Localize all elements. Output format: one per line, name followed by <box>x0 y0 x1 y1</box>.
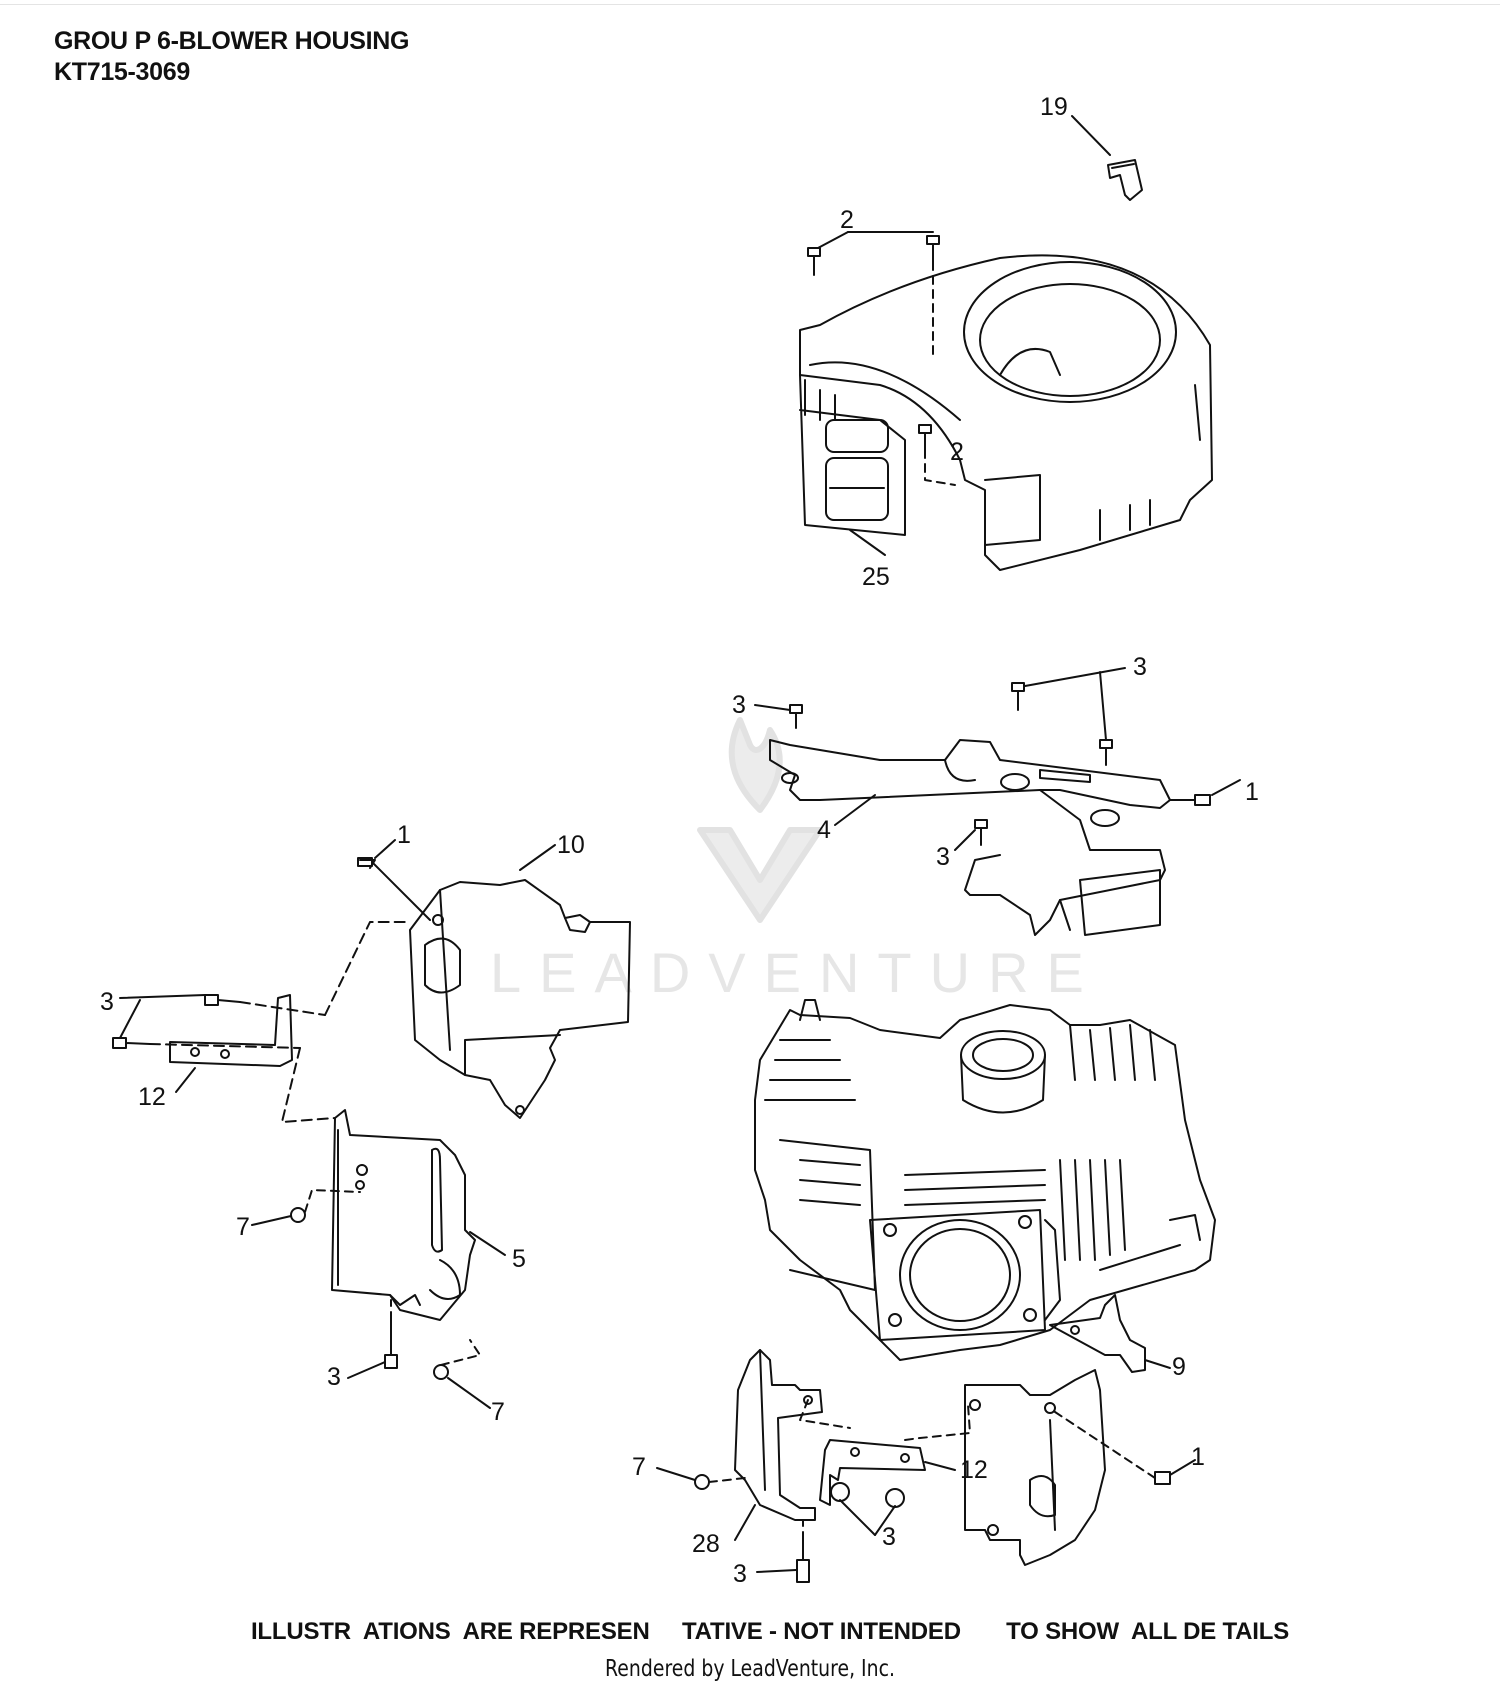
screws-3-left <box>112 994 241 1049</box>
callout-12[interactable]: 12 <box>138 1083 166 1111</box>
leader-1b <box>1211 779 1241 796</box>
part-19-clip <box>1107 159 1143 201</box>
leader-3f-a <box>839 1499 876 1536</box>
leader-7b <box>447 1377 491 1409</box>
part-9-bracket <box>1049 1294 1146 1373</box>
disclaimer-text: ILLUSTR ATIONS ARE REPRESEN TATIVE - NOT… <box>250 1618 1290 1645</box>
leader-5 <box>469 1231 506 1256</box>
callout-1[interactable]: 1 <box>1245 778 1259 806</box>
leader-25 <box>849 529 886 556</box>
part-12-bracket-left <box>169 994 293 1067</box>
leader-1a <box>374 839 396 859</box>
part-10-shroud <box>409 879 631 1119</box>
callout-25[interactable]: 25 <box>862 563 890 591</box>
leadventure-logo-icon <box>697 717 823 923</box>
part-right-shroud <box>964 1369 1106 1566</box>
nut-7c <box>694 1474 710 1490</box>
callout-3[interactable]: 3 <box>936 843 950 871</box>
callout-9[interactable]: 9 <box>1172 1353 1186 1381</box>
dash-10 <box>324 921 411 1016</box>
callout-7[interactable]: 7 <box>491 1398 505 1426</box>
callout-5[interactable]: 5 <box>512 1245 526 1273</box>
part-5-shroud <box>331 1109 476 1321</box>
part-4-base-plate <box>769 739 1171 936</box>
callout-3[interactable]: 3 <box>100 988 114 1016</box>
leader-3g <box>756 1569 797 1573</box>
screw-3g <box>796 1539 810 1583</box>
dash-28 <box>799 1399 851 1429</box>
top-border <box>0 0 1500 5</box>
leader-7a <box>251 1215 292 1226</box>
callout-3[interactable]: 3 <box>1133 653 1147 681</box>
callout-2[interactable]: 2 <box>950 438 964 466</box>
watermark-text: LEADVENTURE <box>490 941 1102 1004</box>
callout-7[interactable]: 7 <box>236 1213 250 1241</box>
callout-labels: 19 2 2 25 3 3 1 4 3 1 10 3 12 7 5 3 7 9 … <box>100 93 1259 1588</box>
callout-3[interactable]: 3 <box>733 1560 747 1588</box>
callout-3[interactable]: 3 <box>882 1523 896 1551</box>
callout-2[interactable]: 2 <box>840 206 854 234</box>
callout-7[interactable]: 7 <box>632 1453 646 1481</box>
leader-10 <box>519 844 556 871</box>
callout-10[interactable]: 10 <box>557 831 585 859</box>
screw-1a <box>357 857 431 921</box>
callout-3[interactable]: 3 <box>732 691 746 719</box>
screw-3e <box>384 1319 398 1369</box>
dash-3d <box>239 1001 326 1016</box>
dash-3d-b <box>149 1043 301 1049</box>
callout-4[interactable]: 4 <box>817 816 831 844</box>
part-25-decal <box>799 374 906 536</box>
leader-4 <box>834 794 876 826</box>
part-engine-block <box>754 999 1216 1361</box>
part-blower-housing <box>799 254 1213 571</box>
leader-2a-split <box>817 231 849 249</box>
leader-12a <box>175 1067 196 1093</box>
model-number: KT715-3069 <box>54 58 190 86</box>
leader-7c <box>656 1467 696 1481</box>
leader-3c <box>954 829 976 851</box>
screws-3-top <box>789 682 1211 846</box>
dash-1c <box>1051 1409 1156 1479</box>
leader-3f-b <box>874 1505 896 1536</box>
leader-3d-split <box>119 999 141 1039</box>
screw-1c <box>1154 1471 1171 1485</box>
leader-1c <box>1169 1459 1196 1476</box>
leader-3b-split <box>1099 671 1107 741</box>
dash-7c <box>708 1477 746 1483</box>
part-12-bracket-right <box>819 1439 926 1506</box>
leader-3e <box>347 1361 386 1379</box>
leader-12b <box>924 1461 956 1471</box>
callout-3[interactable]: 3 <box>327 1363 341 1391</box>
leader-3b <box>1024 667 1126 687</box>
screws-2 <box>807 235 940 451</box>
dash-2b <box>924 449 956 486</box>
callout-1[interactable]: 1 <box>397 821 411 849</box>
dash-7b <box>440 1339 481 1366</box>
dash-12b <box>904 1404 971 1441</box>
nuts-3-right <box>830 1482 905 1508</box>
callout-19[interactable]: 19 <box>1040 93 1068 121</box>
leader-9 <box>1144 1359 1171 1369</box>
callout-28[interactable]: 28 <box>692 1530 720 1558</box>
part-28-bracket <box>734 1349 823 1521</box>
leader-3a <box>754 704 791 711</box>
callout-12[interactable]: 12 <box>960 1456 988 1484</box>
group-title: GROU P 6-BLOWER HOUSING <box>54 27 410 55</box>
leader-3d <box>119 994 206 999</box>
callout-1[interactable]: 1 <box>1191 1443 1205 1471</box>
dash-7a <box>304 1189 361 1213</box>
dash-5 <box>281 1047 336 1123</box>
leader-19 <box>1071 115 1111 156</box>
leader-28 <box>734 1504 756 1541</box>
diagram-header: GROU P 6-BLOWER HOUSING KT715-3069 <box>54 26 409 88</box>
rendered-by-text: Rendered by LeadVenture, Inc. <box>605 1656 895 1682</box>
